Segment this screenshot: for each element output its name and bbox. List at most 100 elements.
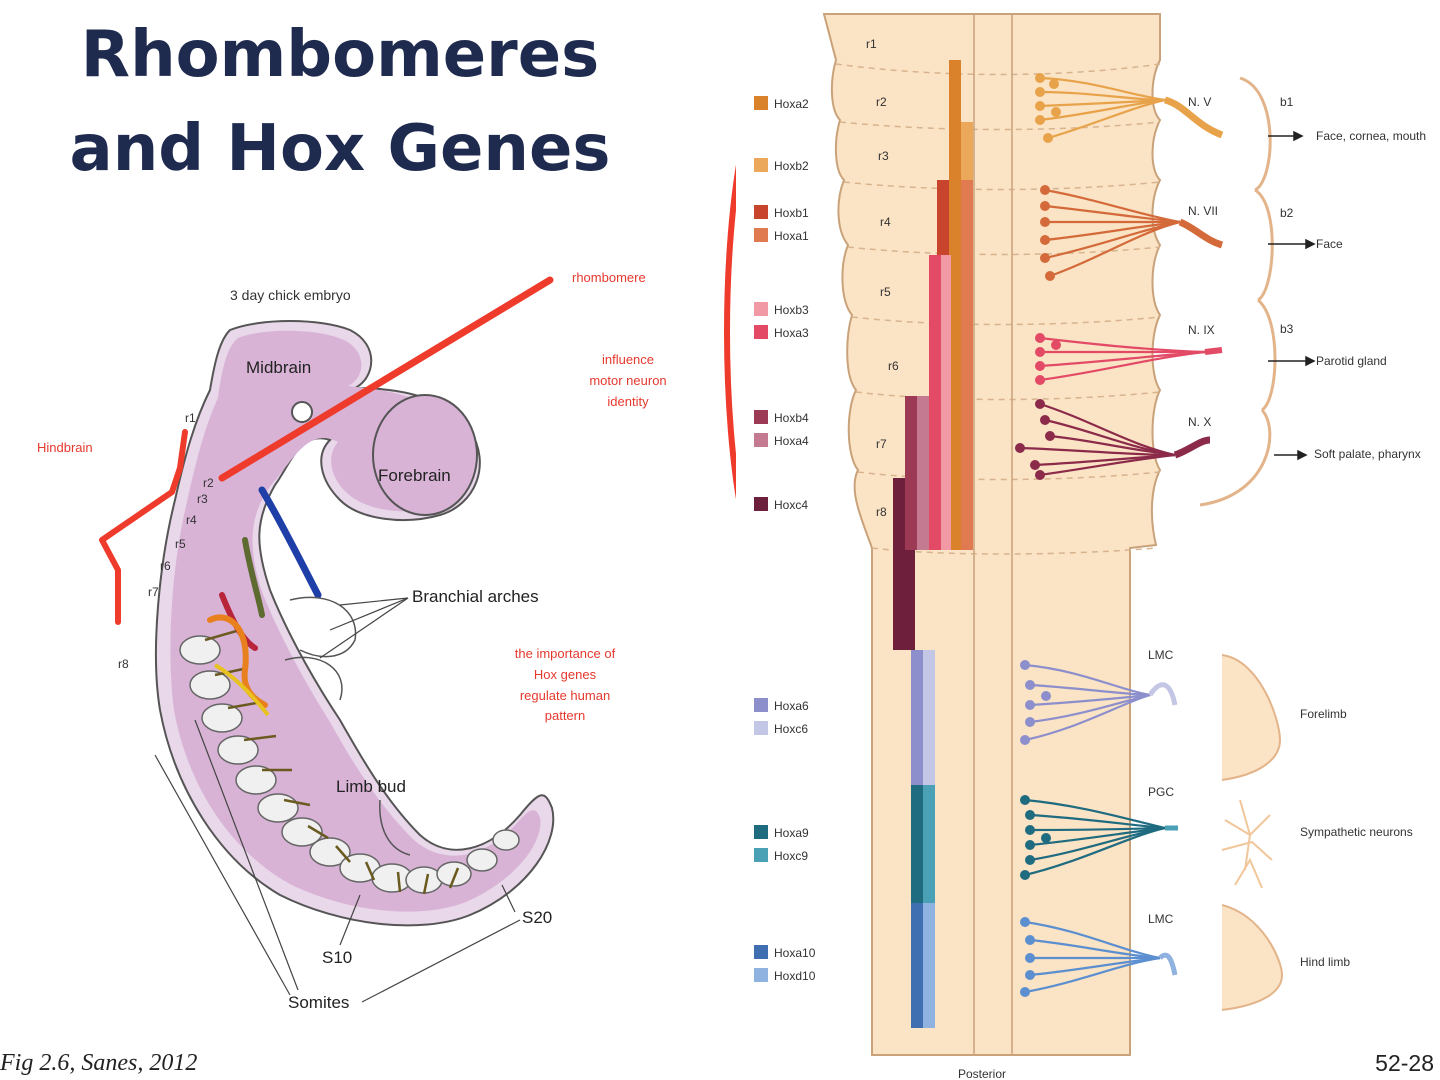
legend-item: Hoxa1 xyxy=(754,228,809,243)
hox-legend: Hoxa2 Hoxb2 Hoxb1 Hoxa1 Hoxb3 Hoxa3 Hoxb… xyxy=(754,96,816,983)
somites-label: Somites xyxy=(288,993,349,1012)
tube-rhombomere-label: r4 xyxy=(880,215,891,229)
legend-item: Hoxa2 xyxy=(754,96,809,111)
hindlimb-shape xyxy=(1221,904,1284,1011)
nerve-label: N. IX xyxy=(1188,323,1215,337)
svg-text:motor neuron: motor neuron xyxy=(589,373,666,388)
hox-bar-hoxc9 xyxy=(923,785,935,903)
svg-text:Hoxb1: Hoxb1 xyxy=(774,206,809,220)
tube-rhombomere-label: r5 xyxy=(880,285,891,299)
midbrain-label: Midbrain xyxy=(246,358,311,377)
svg-text:Hoxb2: Hoxb2 xyxy=(774,159,809,173)
tube-rhombomere-label: r1 xyxy=(866,37,877,51)
nerve-label: N. VII xyxy=(1188,204,1218,218)
fan-lmc-hindlimb xyxy=(1024,920,1178,994)
svg-text:Hoxa6: Hoxa6 xyxy=(774,699,809,713)
legend-item: Hoxc6 xyxy=(754,721,808,736)
rhombomere-label: r2 xyxy=(203,476,214,490)
fan-n-v xyxy=(1039,76,1224,140)
nerve-labels: N. V N. VII N. IX N. X b1 b2 b3 Face, co… xyxy=(1188,95,1426,461)
arch-vessel-blue xyxy=(258,486,322,599)
column-labels: LMC PGC LMC Forelimb Sympathetic neurons… xyxy=(1148,648,1413,969)
slide-number: 52-28 xyxy=(1375,1050,1434,1076)
hox-bar-hoxb3 xyxy=(941,255,951,550)
fan-n-vii xyxy=(1044,188,1224,278)
title-line-2: and Hox Genes xyxy=(69,112,611,186)
hox-bar-hoxb4 xyxy=(905,396,917,550)
motor-neuron-fans xyxy=(1019,76,1224,994)
embryo-rhombomere-labels: r1 r2 r3 r4 r5 r6 r7 r8 xyxy=(118,411,214,671)
chick-embryo: 3 day chick embryo Midbrain Forebrain Br… xyxy=(118,287,555,1012)
legend-item: Hoxb2 xyxy=(754,158,809,173)
hox-bar-hoxa3 xyxy=(929,255,941,550)
tube-rhombomere-label: r7 xyxy=(876,437,887,451)
neuron-cell-bodies xyxy=(1015,73,1061,997)
legend-item: Hoxa10 xyxy=(754,945,816,960)
nerve-label: N. X xyxy=(1188,415,1211,429)
tube-rhombomere-labels: r1 r2 r3 r4 r5 r6 r7 r8 xyxy=(866,37,899,519)
hox-bar-hoxa1 xyxy=(961,180,973,550)
legend-item: Hoxa9 xyxy=(754,825,809,840)
target-label: Parotid gland xyxy=(1316,354,1387,368)
svg-text:Hoxa3: Hoxa3 xyxy=(774,326,809,340)
tube-rhombomere-label: r2 xyxy=(876,95,887,109)
target-label: Soft palate, pharynx xyxy=(1314,447,1421,461)
hox-bar-hoxa4 xyxy=(917,396,929,550)
target-label: Face xyxy=(1316,237,1343,251)
branchial-arches-label: Branchial arches xyxy=(412,587,539,606)
rhombomere-label: r6 xyxy=(160,559,171,573)
hox-bar-hoxa9 xyxy=(911,785,923,903)
legend-item: Hoxb4 xyxy=(754,410,809,425)
embryo-caption: 3 day chick embryo xyxy=(230,287,351,303)
rhombomere-label: r8 xyxy=(118,657,129,671)
rhombomere-label: r1 xyxy=(185,411,196,425)
forebrain-lobe xyxy=(372,394,478,516)
svg-text:regulate human: regulate human xyxy=(520,688,610,703)
hox-bar-hoxc4 xyxy=(893,550,915,650)
nerve-label: N. V xyxy=(1188,95,1211,109)
svg-text:Hoxd10: Hoxd10 xyxy=(774,969,816,983)
tube-rhombomere-label: r3 xyxy=(878,149,889,163)
svg-text:pattern: pattern xyxy=(545,708,585,723)
svg-text:influence: influence xyxy=(602,352,654,367)
hox-bar-hoxa2 xyxy=(949,60,961,550)
hox-bar-hoxc4-upper xyxy=(893,478,905,550)
column-label: LMC xyxy=(1148,648,1174,662)
hox-bar-hoxc6 xyxy=(923,650,935,785)
posterior-label: Posterior xyxy=(958,1067,1006,1080)
sympathetic-neurons-icon xyxy=(1221,799,1273,889)
tube-rhombomere-label: r8 xyxy=(876,505,887,519)
svg-text:identity: identity xyxy=(607,394,649,409)
forebrain-label: Forebrain xyxy=(378,466,451,485)
rhombomere-annotation: rhombomere xyxy=(572,270,646,285)
column-label: PGC xyxy=(1148,785,1174,799)
limb-bud-label: Limb bud xyxy=(336,777,406,796)
forelimb-shape xyxy=(1221,654,1282,781)
arch-vessel-yellow xyxy=(213,663,270,717)
target-arrows xyxy=(1268,130,1316,461)
svg-text:Hoxa10: Hoxa10 xyxy=(774,946,816,960)
rhombomere-label: r5 xyxy=(175,537,186,551)
svg-text:Hoxa1: Hoxa1 xyxy=(774,229,809,243)
s20-label: S20 xyxy=(522,908,552,927)
hox-bar-hoxa10 xyxy=(911,903,923,1028)
arch-label: b1 xyxy=(1280,95,1294,109)
legend-item: Hoxc4 xyxy=(754,497,808,512)
column-label: LMC xyxy=(1148,912,1174,926)
legend-item: Hoxa6 xyxy=(754,698,809,713)
pointer-lines xyxy=(154,597,521,1003)
arch-label: b2 xyxy=(1280,206,1294,220)
fan-n-ix xyxy=(1039,336,1223,382)
somite-row xyxy=(179,635,520,894)
svg-text:Hoxb4: Hoxb4 xyxy=(774,411,809,425)
legend-item: Hoxa3 xyxy=(754,325,809,340)
hox-bar-hoxd10 xyxy=(923,903,935,1028)
fan-pgc xyxy=(1024,798,1178,877)
rhombomere-boundaries xyxy=(835,63,1161,555)
hox-bar-hoxa6 xyxy=(911,650,923,785)
legend-item: Hoxc9 xyxy=(754,848,808,863)
influence-annotation: influence motor neuron identity xyxy=(589,352,666,409)
rhombomere-label: r4 xyxy=(186,513,197,527)
svg-text:Hoxc4: Hoxc4 xyxy=(774,498,808,512)
